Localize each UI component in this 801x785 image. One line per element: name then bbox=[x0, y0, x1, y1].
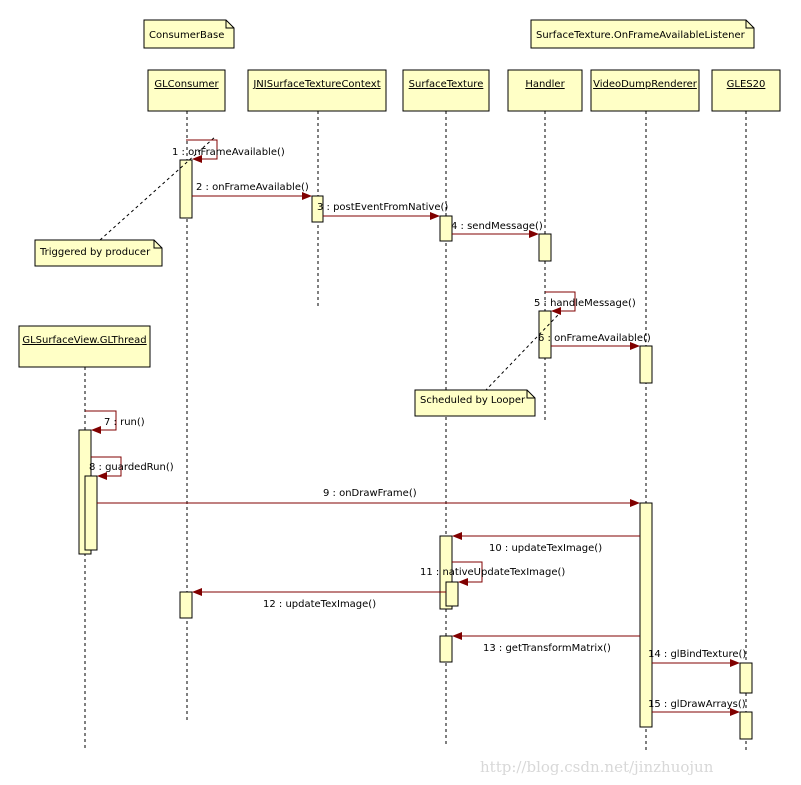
lifeline-renderer-label: VideoDumpRenderer bbox=[593, 79, 698, 90]
activation-glthread-8 bbox=[84, 475, 98, 551]
note-producer-text: Triggered by producer bbox=[39, 247, 151, 258]
message-1-label: 1 : onFrameAvailable() bbox=[172, 147, 285, 158]
activation-jni-3 bbox=[311, 195, 324, 223]
message-4-label: 4 : sendMessage() bbox=[451, 221, 543, 232]
message-2-label: 2 : onFrameAvailable() bbox=[196, 182, 309, 193]
activation-gles-15 bbox=[739, 711, 753, 740]
note-consumerbase: ConsumerBase bbox=[143, 19, 235, 49]
lifeline-glconsumer[interactable]: GLConsumer bbox=[147, 69, 226, 112]
message-7-label: 7 : run() bbox=[104, 417, 145, 428]
activation-renderer-6 bbox=[639, 345, 653, 384]
message-5-arrow bbox=[545, 291, 576, 315]
note-listener-text: SurfaceTexture.OnFrameAvailableListener bbox=[536, 30, 746, 41]
activation-glconsumer-12 bbox=[179, 591, 193, 619]
note-looper-text: Scheduled by Looper bbox=[420, 395, 526, 406]
message-7-arrow bbox=[85, 410, 117, 434]
note-producer: Triggered by producer bbox=[34, 239, 163, 267]
message-9-label: 9 : onDrawFrame() bbox=[323, 488, 417, 499]
lifeline-glconsumer-label: GLConsumer bbox=[154, 79, 219, 90]
lifeline-handler-label: Handler bbox=[525, 79, 565, 90]
message-8-label: 8 : guardedRun() bbox=[89, 462, 174, 473]
activation-renderer-9 bbox=[639, 502, 653, 728]
message-3-label: 3 : postEventFromNative() bbox=[317, 202, 448, 213]
message-12-label: 12 : updateTexImage() bbox=[263, 599, 376, 610]
lifeline-glthread-label: GLSurfaceView.GLThread bbox=[22, 335, 146, 346]
lifeline-handler[interactable]: Handler bbox=[507, 69, 583, 112]
lifeline-surfacetexture[interactable]: SurfaceTexture bbox=[402, 69, 490, 112]
note-looper: Scheduled by Looper bbox=[414, 389, 536, 417]
message-11-label: 11 : nativeUpdateTexImage() bbox=[420, 567, 565, 578]
activation-surfacetexture-11 bbox=[445, 581, 459, 607]
activation-gles-14 bbox=[739, 662, 753, 694]
message-11-arrow bbox=[452, 561, 483, 586]
note-producer-anchor bbox=[99, 136, 216, 241]
lifeline-renderer[interactable]: VideoDumpRenderer bbox=[590, 69, 700, 112]
message-5-label: 5 : handleMessage() bbox=[534, 298, 636, 309]
message-13-label: 13 : getTransformMatrix() bbox=[483, 643, 611, 654]
lifeline-jni-label: JNISurfaceTextureContext bbox=[252, 79, 380, 90]
watermark-text: http://blog.csdn.net/jinzhuojun bbox=[480, 758, 714, 776]
note-listener: SurfaceTexture.OnFrameAvailableListener bbox=[530, 19, 755, 49]
message-15-label: 15 : glDrawArrays() bbox=[648, 699, 746, 710]
lifeline-jni[interactable]: JNISurfaceTextureContext bbox=[247, 69, 387, 112]
message-1-arrow bbox=[186, 139, 218, 163]
message-14-label: 14 : glBindTexture() bbox=[648, 649, 746, 660]
activation-surfacetexture-4 bbox=[439, 215, 453, 242]
activation-surfacetexture-13 bbox=[439, 635, 453, 663]
lifeline-glthread[interactable]: GLSurfaceView.GLThread bbox=[18, 325, 151, 368]
activation-glconsumer-1 bbox=[179, 159, 193, 219]
lifeline-gles[interactable]: GLES20 bbox=[711, 69, 781, 112]
note-consumerbase-text: ConsumerBase bbox=[149, 30, 224, 41]
activation-handler-4 bbox=[538, 233, 552, 262]
message-6-label: 6 : onFrameAvailable() bbox=[538, 333, 651, 344]
lifeline-surfacetexture-label: SurfaceTexture bbox=[409, 79, 484, 90]
lifeline-gles-label: GLES20 bbox=[727, 79, 766, 90]
message-10-label: 10 : updateTexImage() bbox=[489, 543, 602, 554]
message-8-arrow bbox=[91, 456, 122, 480]
